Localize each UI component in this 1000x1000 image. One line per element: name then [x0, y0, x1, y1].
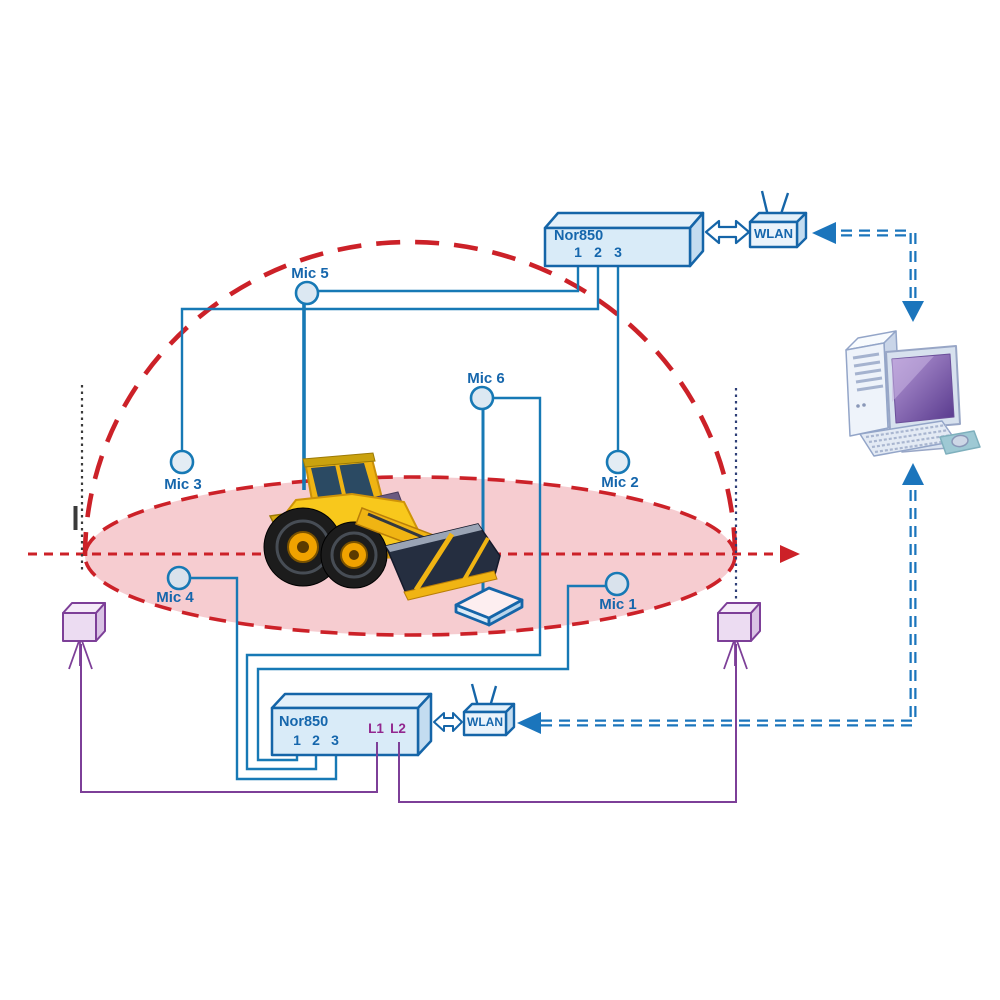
front-wheel — [320, 521, 388, 589]
mic6-base-plate — [454, 586, 524, 627]
l2-cable — [398, 644, 737, 803]
cab-roof — [302, 452, 376, 468]
left-tripod-speaker — [62, 602, 106, 670]
top-bidirectional-arrow-icon — [704, 219, 751, 245]
mic2-dot — [605, 449, 631, 475]
wireless-link-bottom — [517, 463, 924, 734]
mic1-dot — [604, 571, 630, 597]
nor850-top-port-3: 3 — [614, 244, 622, 260]
nor850-bottom-port-2: 2 — [312, 732, 320, 748]
nor850-output-l1: L1 — [368, 721, 384, 736]
arrowhead-down-icon — [902, 301, 924, 322]
mic6-cable — [245, 396, 542, 771]
wireless-link-top — [812, 222, 924, 322]
mic1-label: Mic 1 — [599, 596, 637, 613]
nor850-bottom-port-1: 1 — [293, 732, 301, 748]
nor850-top-port-2: 2 — [594, 244, 602, 260]
drive-bays — [852, 352, 884, 392]
front-blade — [384, 523, 501, 601]
desktop-computer-illustration — [845, 330, 981, 457]
mic3-cable — [180, 266, 600, 452]
mic6-dot — [469, 385, 495, 411]
mic1-cable — [256, 584, 606, 762]
bottom-bidirectional-arrow-icon — [433, 712, 463, 732]
axis-arrowhead — [780, 545, 800, 563]
mic4-label: Mic 4 — [156, 589, 194, 606]
mic5-cable — [318, 266, 580, 293]
nor850-top-box — [543, 211, 705, 268]
mic4-dot — [166, 565, 192, 591]
output-cables — [80, 644, 737, 803]
mic3-label: Mic 3 — [164, 476, 202, 493]
nor850-top-name: Nor850 — [554, 228, 604, 244]
wheel-loader-illustration — [263, 452, 501, 601]
nor850-output-l2: L2 — [390, 721, 406, 736]
mic2-label: Mic 2 — [601, 474, 639, 491]
mic5-label: Mic 5 — [291, 265, 329, 282]
l1-cable — [80, 644, 378, 793]
axis-tick-mark — [73, 506, 78, 530]
wlan-top-label: WLAN — [754, 226, 793, 241]
wlan-top-box — [748, 190, 808, 249]
mic5-dot — [294, 280, 320, 306]
nor850-bottom-name: Nor850 — [279, 714, 329, 730]
nor850-bottom-port-3: 3 — [331, 732, 339, 748]
wlan-bottom-label: WLAN — [467, 715, 503, 729]
rear-wheel — [263, 507, 343, 587]
arrowhead-left-icon — [517, 712, 541, 734]
arrowhead-left-icon — [812, 222, 836, 244]
wlan-bottom-box — [462, 683, 516, 737]
mic3-dot — [169, 449, 195, 475]
mic4-cable — [190, 576, 338, 781]
mic6-label: Mic 6 — [467, 370, 505, 387]
mouse — [951, 434, 969, 448]
microphones — [166, 280, 631, 597]
nor850-bottom-box — [270, 692, 433, 757]
arrowhead-up-icon — [902, 463, 924, 485]
nor850-top-port-1: 1 — [574, 244, 582, 260]
right-tripod-speaker — [717, 602, 761, 670]
